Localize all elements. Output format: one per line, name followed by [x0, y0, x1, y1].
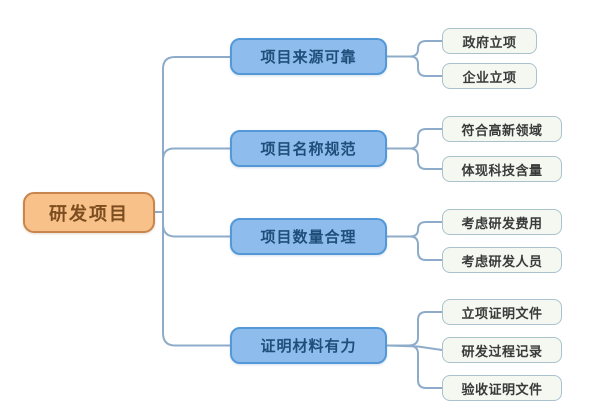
connector-branch-1-leaf-1	[386, 40, 443, 58]
connector-root-branch-1	[162, 56, 231, 213]
node-leaf-acceptance-document[interactable]: 验收证明文件	[442, 375, 562, 401]
connector-branch-2-leaf-2	[386, 147, 443, 170]
node-leaf-rd-expense[interactable]: 考虑研发费用	[442, 209, 562, 235]
node-leaf-approval-document[interactable]: 立项证明文件	[442, 299, 562, 325]
node-leaf-hightech-field[interactable]: 符合高新领域	[442, 116, 562, 142]
connector-branch-3-leaf-1	[386, 221, 443, 238]
node-leaf-process-record[interactable]: 研发过程记录	[442, 337, 562, 363]
connector-branch-1-leaf-2	[386, 55, 443, 77]
node-branch-proof-material[interactable]: 证明材料有力	[230, 327, 387, 364]
node-root[interactable]: 研发项目	[23, 192, 155, 233]
connector-root-branch-2	[162, 147, 231, 213]
connector-branch-2-leaf-1	[386, 128, 443, 150]
connector-root-branch-4	[162, 211, 231, 347]
connector-branch-4-leaf-1	[386, 311, 443, 347]
node-leaf-enterprise-project[interactable]: 企业立项	[442, 63, 537, 89]
connector-branch-3-leaf-2	[386, 235, 443, 261]
node-leaf-tech-content[interactable]: 体现科技含量	[442, 156, 562, 182]
node-branch-project-name[interactable]: 项目名称规范	[230, 130, 387, 167]
node-branch-project-quantity[interactable]: 项目数量合理	[230, 218, 387, 255]
connector-branch-4-leaf-3	[386, 344, 443, 389]
node-branch-project-source[interactable]: 项目来源可靠	[230, 38, 387, 75]
node-leaf-government-project[interactable]: 政府立项	[442, 28, 537, 54]
connector-root-branch-3	[162, 211, 231, 238]
node-leaf-rd-personnel[interactable]: 考虑研发人员	[442, 247, 562, 273]
